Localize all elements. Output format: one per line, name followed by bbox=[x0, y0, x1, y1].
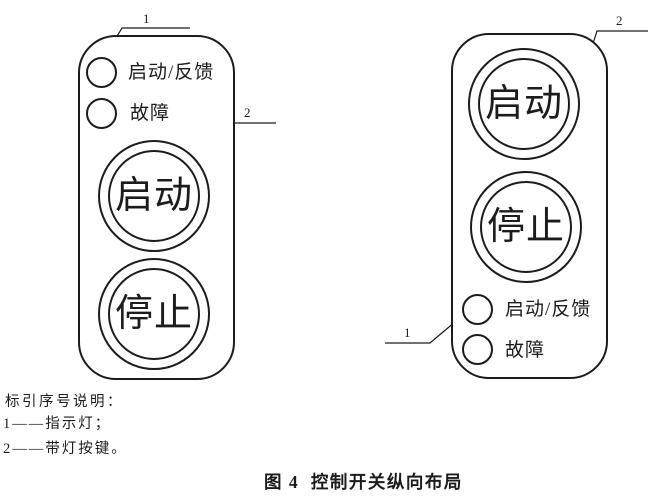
right-start-button-ring: 启动 bbox=[478, 58, 570, 150]
left-fault-lamp bbox=[86, 98, 117, 129]
left-stop-button: 停止 bbox=[98, 258, 210, 370]
left-stop-button-label: 停止 bbox=[114, 293, 193, 335]
right-start-feedback-lamp-label: 启动/反馈 bbox=[505, 299, 592, 320]
callout-number-left-illuminated-button: 2 bbox=[244, 105, 251, 120]
right-start-button-label: 启动 bbox=[484, 83, 563, 125]
right-fault-lamp bbox=[462, 334, 493, 365]
legend-item-illuminated-button: 2——带灯按键。 bbox=[3, 441, 128, 457]
callout-number-left-indicator-lamp: 1 bbox=[143, 11, 150, 26]
right-stop-button: 停止 bbox=[470, 171, 582, 283]
callout-number-right-indicator-lamp: 1 bbox=[404, 325, 411, 340]
right-start-feedback-lamp bbox=[462, 294, 493, 325]
left-fault-lamp-label: 故障 bbox=[130, 103, 171, 124]
right-start-button: 启动 bbox=[468, 48, 580, 160]
legend-heading: 标引序号说明： bbox=[5, 394, 124, 410]
left-stop-button-ring: 停止 bbox=[108, 268, 200, 360]
left-start-button-label: 启动 bbox=[114, 175, 193, 217]
left-start-feedback-lamp bbox=[86, 57, 117, 88]
left-start-feedback-lamp-label: 启动/反馈 bbox=[128, 62, 215, 83]
legend-item-indicator-lamp: 1——指示灯； bbox=[3, 416, 112, 432]
callout-number-right-illuminated-button: 2 bbox=[616, 13, 623, 28]
left-start-button: 启动 bbox=[98, 140, 210, 252]
right-stop-button-ring: 停止 bbox=[480, 181, 572, 273]
right-stop-button-label: 停止 bbox=[486, 206, 565, 248]
left-start-button-ring: 启动 bbox=[108, 150, 200, 242]
figure-caption: 图 4 控制开关纵向布局 bbox=[264, 472, 463, 492]
right-fault-lamp-label: 故障 bbox=[505, 340, 546, 361]
